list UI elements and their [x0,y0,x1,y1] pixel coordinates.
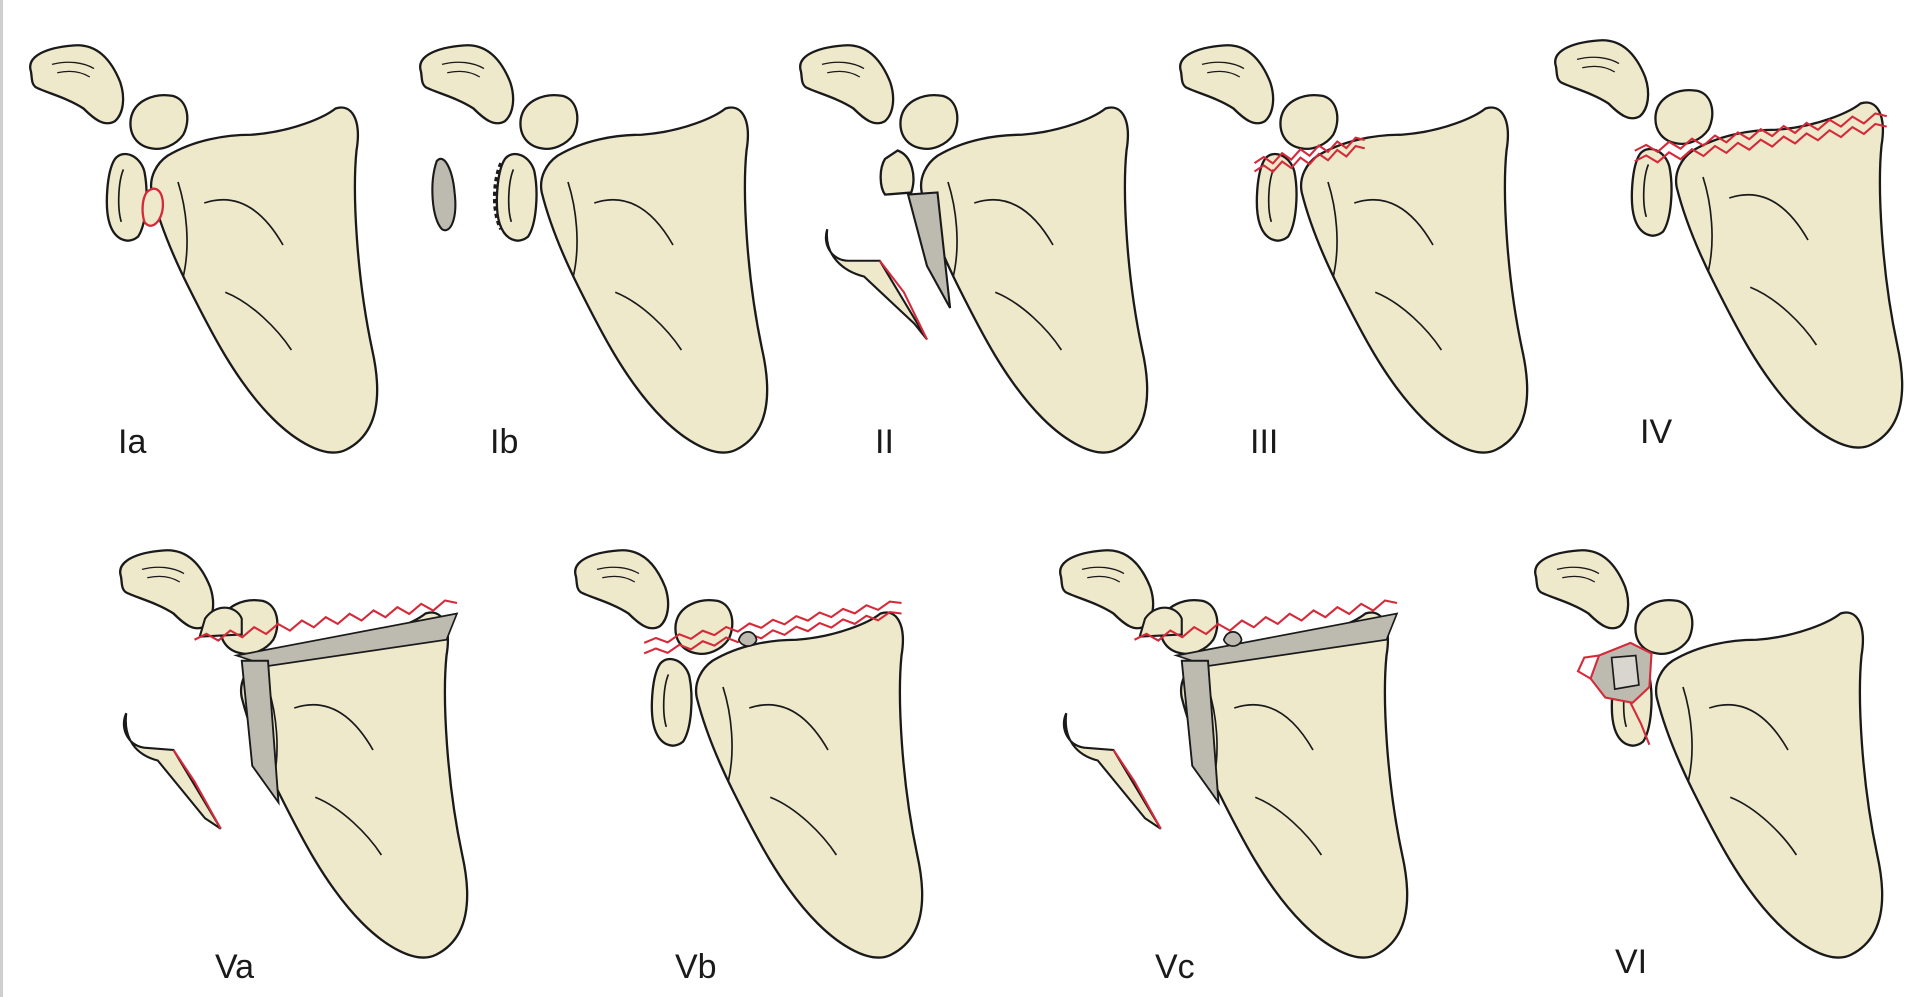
acromion [1555,40,1648,118]
inferior-fragment [124,713,221,829]
scapula-body [1656,613,1882,958]
illustration-group [1535,550,1882,957]
glenoid [652,659,692,746]
glenoid [1632,149,1672,236]
scapula-glenoid-fracture-ib-icon [390,15,770,475]
panel-label-iii: III [1250,425,1278,459]
illustration-group [420,45,767,452]
panel-iv: IV [1525,10,1905,470]
acromion [575,550,668,628]
illustration-group [120,550,467,957]
coracoid [130,95,187,149]
panel-label-ii: II [875,425,894,459]
acromion [420,45,513,123]
panel-label-iv: IV [1640,415,1672,449]
scapula-body [1676,103,1902,448]
panel-vc: Vc [1040,530,1440,995]
scapula-glenoid-fracture-vc-icon [1040,530,1440,995]
illustration-group [1555,40,1902,447]
panel-va: Va [100,530,500,995]
panel-label-vb: Vb [675,950,717,984]
scapula-body [696,613,922,958]
coracoid [1635,600,1692,654]
coracoid [900,95,957,149]
acromion [1180,45,1273,123]
glenoid [107,154,147,241]
scapula-glenoid-fracture-vb-icon [555,530,955,995]
scapula-glenoid-fracture-va-icon [100,530,500,995]
coracoid [1655,90,1712,144]
detached-rim-fragment [432,159,455,230]
illustration-group [1060,550,1407,957]
fracture-fragment [143,189,163,226]
panel-iii: III [1150,15,1530,475]
panel-vi: VI [1515,530,1905,995]
scapula-glenoid-fracture-ia-icon [0,15,380,475]
scapula-glenoid-fracture-iii-icon [1150,15,1530,475]
panel-label-ia: Ia [118,425,146,459]
comminuted-fragment [1612,656,1639,690]
acromion [1535,550,1628,628]
illustration-group [30,45,377,452]
coracoid [1280,95,1337,149]
acromion [30,45,123,123]
panel-label-ib: Ib [490,425,518,459]
scapula-body [541,108,767,453]
panel-ia: Ia [0,15,380,475]
illustration-group [800,45,1147,452]
scapula-body [921,108,1147,453]
coracoid-base-fragment [739,632,757,646]
glenoid-upper [881,151,914,195]
scapula-glenoid-fracture-vi-icon [1515,530,1905,995]
scapula-body [1301,108,1527,453]
coracoid [520,95,577,149]
panel-ib: Ib [390,15,770,475]
scapula-glenoid-fracture-ii-icon [770,15,1150,475]
illustration-group [575,550,922,957]
scapula-glenoid-fracture-iv-icon [1525,10,1905,470]
glenoid [497,154,537,241]
coracoid-base-fragment [1224,632,1242,646]
panel-label-vc: Vc [1155,950,1195,984]
panel-ii: II [770,15,1150,475]
inferior-fragment [1064,713,1161,829]
inferior-fragment [826,229,927,339]
panel-label-vi: VI [1615,945,1647,979]
panel-label-va: Va [215,950,254,984]
panel-vb: Vb [555,530,955,995]
scapula-body [151,108,377,453]
acromion [120,550,213,628]
acromion [1060,550,1153,628]
acromion [800,45,893,123]
illustration-group [1180,45,1527,452]
